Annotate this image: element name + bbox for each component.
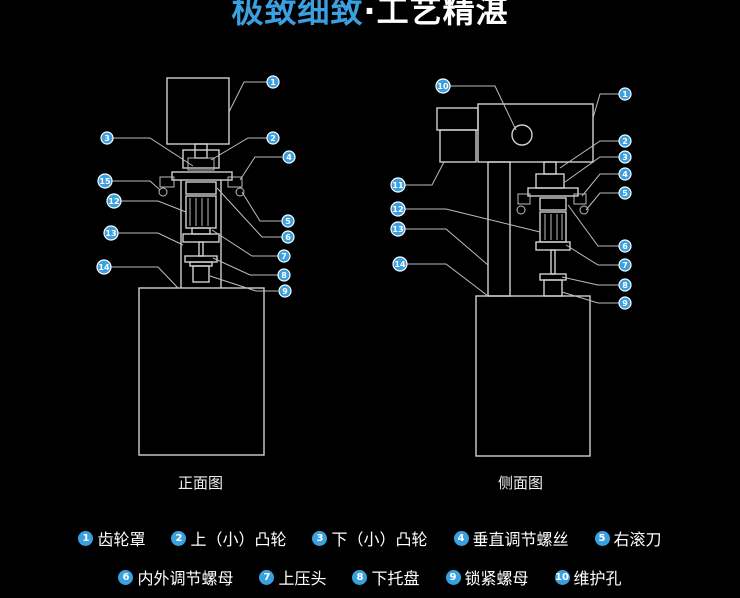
legend-label: 上压头 [278,569,327,588]
svg-text:7: 7 [622,261,628,270]
front-callout-3: 3 [100,131,114,145]
front-callout-2: 2 [266,131,280,145]
legend-number-badge: 10 [554,569,570,585]
front-callout-8: 8 [277,268,291,282]
front-callout-9: 9 [278,284,292,298]
legend-label: 下托盘 [371,569,420,588]
legend-number-badge: 1 [78,530,94,546]
front-callout-5: 5 [281,214,295,228]
legend-label: 上（小）凸轮 [190,530,287,549]
side-callout-8: 8 [618,278,632,292]
svg-text:5: 5 [622,189,628,198]
side-callout-14: 14 [392,256,408,272]
side-view: 1 2 3 4 5 6 7 8 9 10 11 12 13 14 [390,78,632,457]
side-callout-6: 6 [618,239,632,253]
svg-text:15: 15 [99,177,111,186]
side-callout-9: 9 [618,296,632,310]
svg-text:2: 2 [270,134,276,143]
svg-text:13: 13 [105,229,116,238]
front-view-caption: 正面图 [178,474,224,492]
svg-text:1: 1 [270,78,276,87]
svg-text:7: 7 [281,252,287,261]
svg-text:6: 6 [622,242,628,251]
side-view-caption: 侧面图 [498,474,544,492]
front-view: 1 2 3 4 5 6 7 8 9 12 13 14 15 [96,75,296,456]
svg-text:2: 2 [622,137,628,146]
side-callout-11: 11 [390,177,406,193]
svg-text:11: 11 [392,181,404,190]
legend-number-badge: 2 [171,530,187,546]
side-callout-13: 13 [390,221,406,237]
svg-text:3: 3 [104,134,110,143]
svg-text:4: 4 [622,170,628,179]
legend-label: 维护孔 [573,569,622,588]
legend-number-badge: 8 [352,569,368,585]
legend-label: 右滚刀 [613,530,662,549]
svg-text:12: 12 [392,205,403,214]
svg-text:6: 6 [285,233,291,242]
svg-text:4: 4 [286,153,292,162]
legend-label: 垂直调节螺丝 [472,530,569,549]
side-callout-10: 10 [435,78,451,94]
front-callout-1: 1 [266,75,280,89]
page-title: 极致细致·工艺精湛 [0,0,740,32]
front-callout-14: 14 [96,259,112,275]
title-separator: · [363,0,377,30]
legend-label: 内外调节螺母 [137,569,234,588]
legend-number-badge: 3 [312,530,328,546]
side-callout-5: 5 [618,186,632,200]
svg-text:3: 3 [622,153,628,162]
side-callout-12: 12 [390,201,406,217]
svg-text:10: 10 [437,82,449,91]
front-callout-15: 15 [97,173,113,189]
legend-label: 齿轮罩 [97,530,146,549]
svg-text:13: 13 [392,225,403,234]
legend-label: 下（小）凸轮 [331,530,428,549]
svg-text:12: 12 [108,197,119,206]
svg-text:8: 8 [281,271,287,280]
svg-text:14: 14 [98,263,110,272]
svg-text:9: 9 [282,287,288,296]
side-callout-4: 4 [618,167,632,181]
legend-number-badge: 4 [453,530,469,546]
legend-number-badge: 5 [594,530,610,546]
front-callout-12: 12 [106,193,122,209]
svg-text:14: 14 [394,260,406,269]
svg-text:1: 1 [622,90,628,99]
front-callout-4: 4 [282,150,296,164]
machine-diagrams: .part { fill:none; stroke:#d0d0d0; strok… [96,75,632,457]
side-callout-2: 2 [618,134,632,148]
front-callout-13: 13 [103,225,119,241]
svg-text:9: 9 [622,299,628,308]
side-callout-1: 1 [618,87,632,101]
svg-text:8: 8 [622,281,628,290]
side-callout-3: 3 [618,150,632,164]
legend-label: 锁紧螺母 [464,569,529,588]
legend-number-badge: 6 [118,569,134,585]
legend-number-badge: 9 [445,569,461,585]
title-part2: 工艺精湛 [376,0,509,30]
side-callout-7: 7 [618,258,632,272]
legend-number-badge: 7 [259,569,275,585]
front-callout-7: 7 [277,249,291,263]
svg-text:5: 5 [285,217,291,226]
title-part1: 极致细致 [231,0,364,30]
front-callout-6: 6 [281,230,295,244]
